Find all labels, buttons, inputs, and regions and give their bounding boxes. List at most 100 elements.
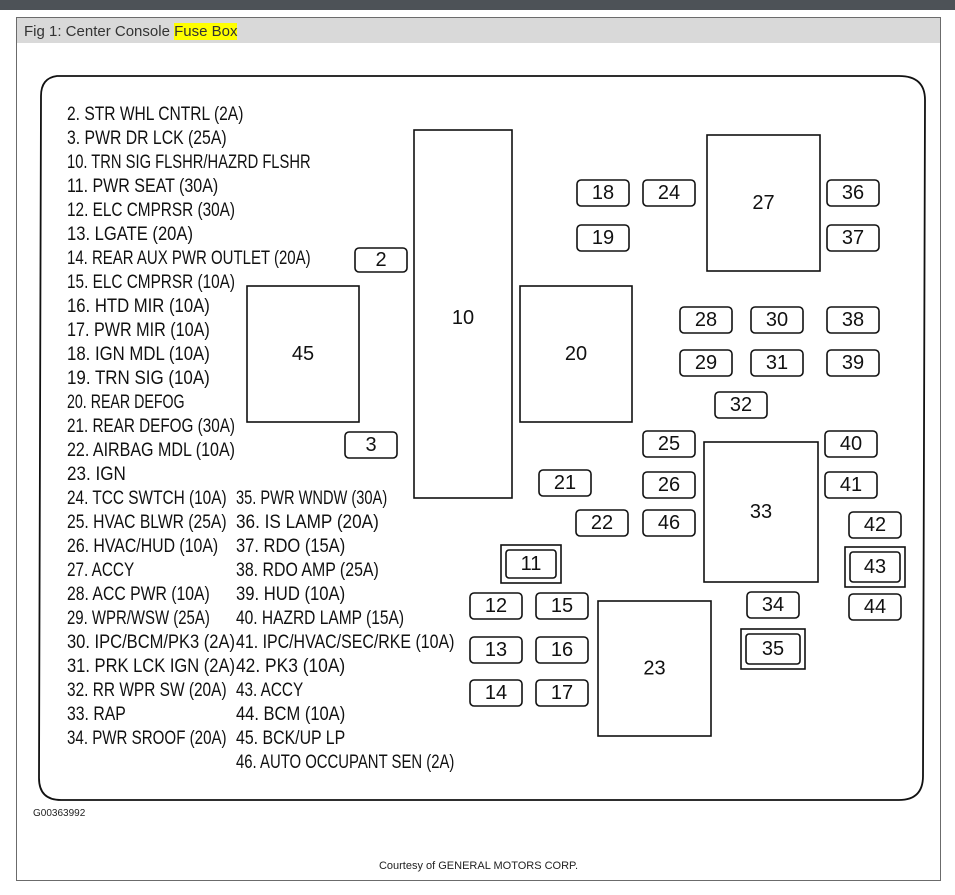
legend-left-line-3: 11. PWR SEAT (30A) [67,176,218,197]
legend-left-line-25: 33. RAP [67,704,126,725]
fuse-26: 26 [642,471,696,499]
fuse-42-outline [848,511,902,539]
fuse-28-label: 28 [695,309,717,331]
fuse-10-label: 10 [452,307,474,329]
fuse-21-label: 21 [554,472,576,494]
fuse-3: 3 [344,431,398,459]
fuse-15-label: 15 [551,595,573,617]
figure-frame: Fig 1: Center Console Fuse Box 2. STR WH… [16,17,941,881]
fuse-37-label: 37 [842,227,864,249]
fuse-35: 35 [740,628,806,670]
fuse-22-label: 22 [591,512,613,534]
fuse-26-outline [642,471,696,499]
fuse-34-outline [746,591,800,619]
fuse-46-label: 46 [658,512,680,534]
fuse-43-inner [849,551,901,583]
fuse-box-outline [38,75,926,801]
fuse-13-label: 13 [485,639,507,661]
legend-left-line-18: 26. HVAC/HUD (10A) [67,536,218,557]
fuse-27: 27 [706,134,821,272]
fuse-34-label: 34 [762,594,784,616]
fuse-38-outline [826,306,880,334]
fuse-24: 24 [642,179,696,207]
fuse-27-outline [706,134,821,272]
fuse-12-label: 12 [485,595,507,617]
fuse-45: 45 [246,285,360,423]
fuse-43: 43 [844,546,906,588]
fuse-22: 22 [575,509,629,537]
fuse-34: 34 [746,591,800,619]
legend-right-line-6: 41. IPC/HVAC/SEC/RKE (10A) [236,632,454,653]
legend-right-line-3: 38. RDO AMP (25A) [236,560,379,581]
legend-left-line-10: 18. IGN MDL (10A) [67,344,210,365]
legend-left-line-8: 16. HTD MIR (10A) [67,296,210,317]
fuse-14: 14 [469,679,523,707]
legend-left-line-7: 15. ELC CMPRSR (10A) [67,272,235,293]
fuse-29-label: 29 [695,352,717,374]
legend-left-line-22: 30. IPC/BCM/PK3 (2A) [67,632,235,653]
fuse-36-outline [826,179,880,207]
fuse-31-outline [750,349,804,377]
fuse-41-outline [824,471,878,499]
fuse-12: 12 [469,592,523,620]
window-top-bar [0,0,955,10]
fuse-30: 30 [750,306,804,334]
fuse-14-outline [469,679,523,707]
legend-left-line-5: 13. LGATE (20A) [67,224,193,245]
legend-left-line-20: 28. ACC PWR (10A) [67,584,210,605]
legend-right-line-1: 36. IS LAMP (20A) [236,512,379,533]
fuse-2-label: 2 [375,249,386,271]
fuse-33: 33 [703,441,819,583]
fuse-18: 18 [576,179,630,207]
legend-left-line-16: 24. TCC SWTCH (10A) [67,488,227,509]
fuse-29-outline [679,349,733,377]
fuse-10-outline [413,129,513,499]
fuse-40-label: 40 [840,433,862,455]
legend-left-line-2: 10. TRN SIG FLSHR/HAZRD FLSHR [67,152,311,173]
fuse-38-label: 38 [842,309,864,331]
fuse-37: 37 [826,224,880,252]
fuse-44-outline [848,593,902,621]
fuse-46-outline [642,509,696,537]
fuse-20-outline [519,285,633,423]
fuse-3-label: 3 [365,434,376,456]
legend-right-line-5: 40. HAZRD LAMP (15A) [236,608,404,629]
fuse-35-inner [745,633,801,665]
fuse-2-outline [354,247,408,273]
fuse-33-label: 33 [750,501,772,523]
fuse-27-label: 27 [752,192,774,214]
fuse-36-label: 36 [842,182,864,204]
fuse-11-label: 11 [521,553,542,575]
fuse-46: 46 [642,509,696,537]
fuse-36: 36 [826,179,880,207]
fuse-32-outline [714,391,768,419]
fuse-14-label: 14 [485,682,507,704]
figure-id: G00363992 [33,808,86,819]
fuse-25-outline [642,430,696,458]
fuse-37-outline [826,224,880,252]
fuse-42: 42 [848,511,902,539]
fuse-30-label: 30 [766,309,788,331]
fuse-28-outline [679,306,733,334]
legend-left-line-13: 21. REAR DEFOG (30A) [67,416,235,437]
legend-left-line-12: 20. REAR DEFOG [67,392,185,413]
fuse-30-outline [750,306,804,334]
legend-right-line-8: 43. ACCY [236,680,303,701]
legend-right-line-9: 44. BCM (10A) [236,704,345,725]
legend-left-line-11: 19. TRN SIG (10A) [67,368,210,389]
fuse-23: 23 [597,600,712,737]
fuse-35-label: 35 [762,638,784,660]
legend-right-line-10: 45. BCK/UP LP [236,728,345,749]
legend-left-column: 2. STR WHL CNTRL (2A)3. PWR DR LCK (25A)… [67,104,311,749]
fuse-40: 40 [824,430,878,458]
legend-left-line-26: 34. PWR SROOF (20A) [67,728,227,749]
fuse-21: 21 [538,469,592,497]
fuse-13: 13 [469,636,523,664]
legend-left-line-4: 12. ELC CMPRSR (30A) [67,200,235,221]
fuse-31: 31 [750,349,804,377]
fuse-18-label: 18 [592,182,614,204]
fuse-17: 17 [535,679,589,707]
fuse-11: 11 [500,544,562,584]
fuse-2: 2 [354,247,408,273]
fuse-45-label: 45 [292,343,314,365]
